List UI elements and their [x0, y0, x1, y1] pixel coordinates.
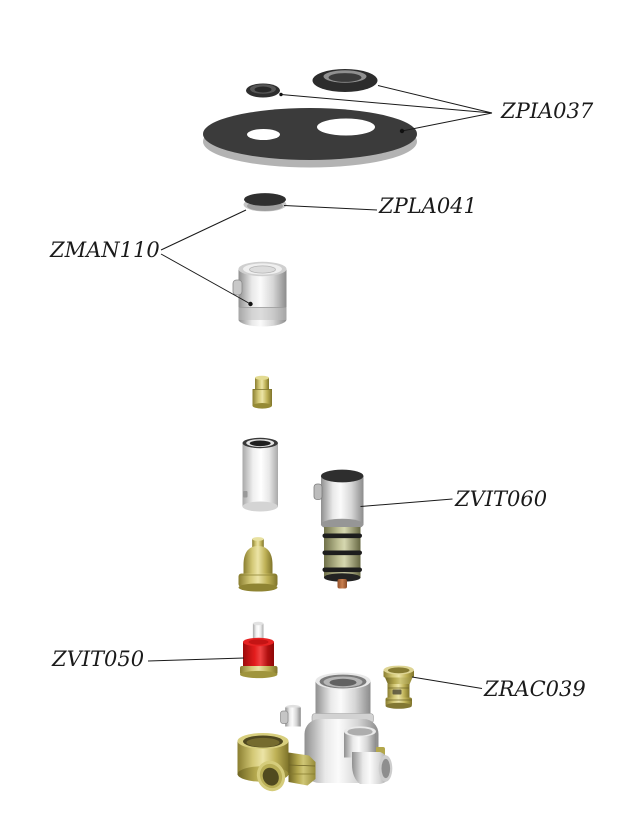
cover-plate [203, 108, 417, 168]
part-label-zvit060: ZVIT060 [455, 487, 548, 511]
gasket-large [312, 69, 378, 92]
part-label-zman110: ZMAN110 [50, 238, 160, 262]
cartridge [313, 469, 364, 589]
handle-cap [243, 193, 287, 212]
handle [232, 261, 287, 327]
part-label-zvit050: ZVIT050 [52, 647, 145, 671]
valve-body [280, 672, 393, 784]
vitone [240, 621, 278, 679]
sleeve-cylinder [242, 437, 278, 512]
adapter-brass [252, 375, 272, 409]
bonnet-brass [238, 537, 278, 592]
part-label-zpla041: ZPLA041 [379, 194, 477, 218]
fitting [383, 665, 414, 709]
part-label-zpia037: ZPIA037 [501, 99, 594, 123]
part-label-zrac039: ZRAC039 [484, 677, 586, 701]
gasket-small [246, 83, 280, 98]
leader-lines [147, 85, 493, 689]
tee-brass [237, 733, 316, 792]
